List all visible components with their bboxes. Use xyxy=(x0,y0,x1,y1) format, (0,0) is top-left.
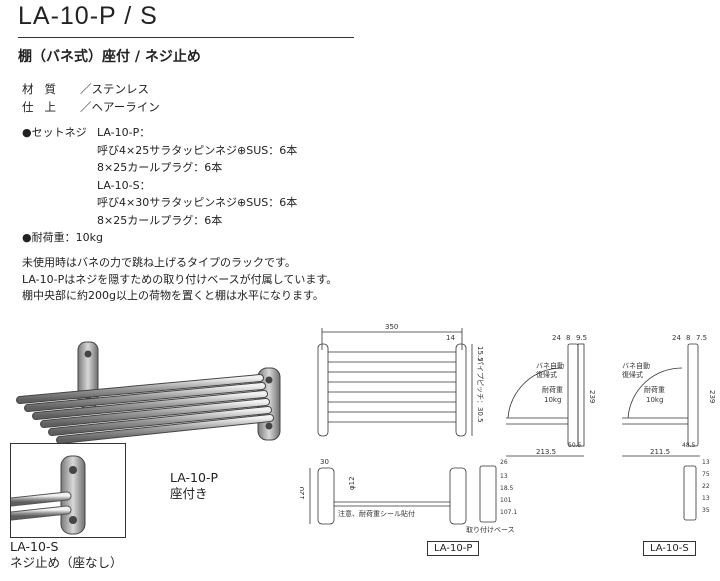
set-screw-list: LA-10-P： 呼び4×25サラタッピンネジ⊕SUS：6本 8×25カールプラ… xyxy=(97,124,297,229)
set-screw-line: 8×25カールプラグ：6本 xyxy=(97,213,223,227)
caption-type: ネジ止め（座なし） xyxy=(10,555,123,570)
dim-width: 350 xyxy=(385,323,398,331)
spec-label: 材質 xyxy=(22,82,67,96)
s-spring-1: バネ自動 xyxy=(622,361,650,370)
bracket-closeup xyxy=(11,455,86,535)
s-h1: 48.5 xyxy=(682,442,696,449)
seal-note: 注意、耐荷重シール貼付 xyxy=(338,509,415,518)
p-small-1: 26 xyxy=(500,459,508,466)
product-photo-inset xyxy=(10,443,126,538)
s-top-1: 24 xyxy=(672,334,681,342)
spec-material: 材質 ／ステンレス xyxy=(22,80,160,98)
s-h2: 239 xyxy=(708,390,716,403)
s-load-1: 耐荷重 xyxy=(644,385,665,394)
caption-model: LA-10-P xyxy=(170,470,218,485)
p-depth: 213.5 xyxy=(536,448,556,456)
label-la-10-s: LA-10-S xyxy=(643,541,696,556)
dim-phi12: φ12 xyxy=(348,476,356,490)
set-screw-line: LA-10-P： xyxy=(97,126,151,139)
p-small-4: 101 xyxy=(500,497,512,504)
load-rating: ●耐荷重：10kg xyxy=(22,231,103,244)
top-view: 120 30 φ12 注意、耐荷重シール貼付 取り付けベース 26 13 18.… xyxy=(300,334,716,534)
p-small-3: 18.5 xyxy=(500,485,514,492)
title-rule xyxy=(18,37,354,38)
product-photo-main xyxy=(16,341,281,444)
s-top-3: 7.5 xyxy=(696,334,707,342)
p-load-2: 10kg xyxy=(544,396,561,404)
front-view: 350 14 15.5 パイプピッチ：30.5 120 30 φ12 注意、耐荷… xyxy=(300,323,716,534)
s-small-3: 22 xyxy=(702,483,710,490)
dim-15-5: 15.5 xyxy=(476,346,484,362)
p-top-2: 8 xyxy=(566,334,570,342)
s-depth: 211.5 xyxy=(650,448,670,456)
spec-value: ／ステンレス xyxy=(80,82,149,96)
side-view-s: 24 8 7.5 バネ自動 復帰式 耐荷重 10kg 211.5 48.5 23… xyxy=(622,334,716,521)
p-spring-1: バネ自動 xyxy=(536,361,564,370)
p-small-2: 13 xyxy=(500,473,508,480)
p-spring-2: 復帰式 xyxy=(536,370,557,379)
caption-type: 座付き xyxy=(170,486,208,501)
caption-inset: LA-10-S ネジ止め（座なし） xyxy=(10,539,123,571)
caption-main: LA-10-P 座付き xyxy=(170,470,218,502)
s-small-2: 75 xyxy=(702,471,710,478)
dim-14: 14 xyxy=(446,334,455,342)
label-la-10-p: LA-10-P xyxy=(427,541,480,556)
set-screw-line: LA-10-S： xyxy=(97,178,151,192)
dim-30: 30 xyxy=(320,458,329,466)
base-note: 取り付けベース xyxy=(466,525,515,534)
spec-value: ／ヘアーライン xyxy=(80,100,160,114)
subtitle: 棚（バネ式）座付 / ネジ止め xyxy=(18,49,201,65)
pipe-pitch: パイプピッチ：30.5 xyxy=(476,358,484,423)
s-spring-2: 復帰式 xyxy=(622,370,643,379)
set-screw-label: ●セットネジ xyxy=(22,126,87,139)
spec-list: 材質 ／ステンレス 仕上 ／ヘアーライン xyxy=(22,80,160,116)
spec-label: 仕上 xyxy=(22,100,67,114)
note-line: 未使用時はバネの力で跳ね上げるタイプのラックです。 xyxy=(22,256,296,269)
p-top-1: 24 xyxy=(552,334,561,342)
set-screw-line: 呼び4×25サラタッピンネジ⊕SUS：6本 xyxy=(97,143,298,157)
note-line: LA-10-Pはネジを隠すための取り付けベースが付属しています。 xyxy=(22,272,338,286)
p-small-5: 107.1 xyxy=(500,509,517,516)
s-small-4: 13 xyxy=(702,495,710,502)
p-load-1: 耐荷重 xyxy=(542,385,563,394)
technical-drawing: 350 14 15.5 パイプピッチ：30.5 120 30 φ12 注意、耐荷… xyxy=(300,323,716,534)
dim-120: 120 xyxy=(300,487,306,500)
page-title: LA-10-P / S xyxy=(18,2,158,30)
caption-model: LA-10-S xyxy=(10,539,59,554)
p-top-3: 9.5 xyxy=(576,334,587,342)
notes: 未使用時はバネの力で跳ね上げるタイプのラックです。 LA-10-Pはネジを隠すた… xyxy=(22,255,337,305)
s-small-5: 35 xyxy=(702,507,710,514)
set-screw-line: 呼び4×30サラタッピンネジ⊕SUS：6本 xyxy=(97,196,298,209)
s-load-2: 10kg xyxy=(646,396,663,404)
p-h2: 239 xyxy=(588,390,596,403)
s-top-2: 8 xyxy=(686,334,690,342)
set-screw-line: 8×25カールプラグ：6本 xyxy=(97,161,223,174)
side-view-p: 24 8 9.5 バネ自動 復帰式 耐荷重 10kg 213.5 50.5 23… xyxy=(506,334,716,521)
note-line: 棚中央部に約200g以上の荷物を置くと棚は水平になります。 xyxy=(22,289,324,302)
p-h1: 50.5 xyxy=(568,442,582,449)
spec-finish: 仕上 ／ヘアーライン xyxy=(22,98,160,116)
s-small-1: 13 xyxy=(702,459,710,466)
